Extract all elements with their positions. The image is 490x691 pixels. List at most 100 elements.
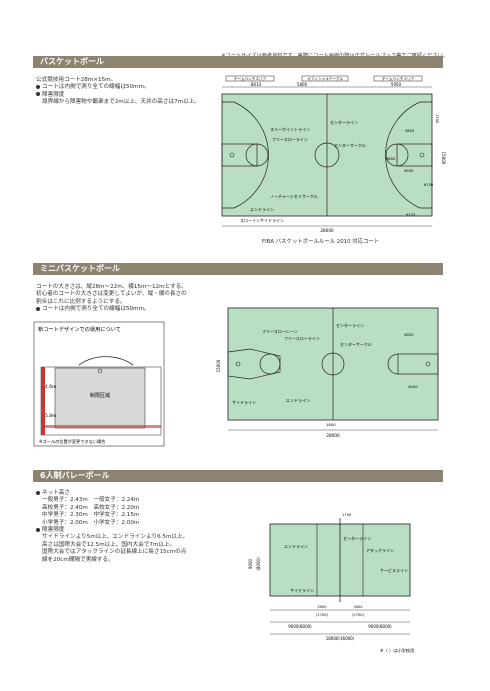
dim-3600: 3600: [386, 157, 396, 161]
limit-line-3: 国際大会ではアタックラインの延長線上に長さ15cmの点: [42, 549, 187, 556]
inset-title: 新コートデザインでの運用について: [38, 325, 121, 333]
basketball-line-4: 境界線から障害物や観衆まで2m以上、天井の高さは7m以上。: [42, 99, 200, 106]
mini-free-throw-lane-label: フリースローレーン: [262, 329, 298, 334]
mini-line-2: 初心者のコートの大きさは変更してよいが、縦・横の長さの: [36, 291, 187, 298]
vb-side-line-label: サイドライン: [290, 587, 314, 593]
bench-left-label: チームベンチエリア: [234, 76, 267, 81]
mini-side-line-label: サイドライン: [232, 399, 256, 405]
section-header-basketball: バスケットボール: [33, 56, 443, 68]
dim-8000-v: (8000): [256, 557, 261, 571]
dim-5800b: 5800: [405, 129, 415, 133]
basketball-court-diagram: チームベンチエリア オフィシャルテーブル チームベンチエリア 8610 5800…: [221, 75, 446, 233]
inset-note: ※ゴールの位置が変更できない場合: [39, 438, 106, 445]
limit-title-text: 障害限度: [42, 527, 65, 534]
mini-line-4-text: コートは内側で測り全ての線幅は50mm。: [42, 306, 150, 313]
basketball-line-3-text: 障害限度: [42, 91, 65, 98]
dim-1750: 1750: [342, 513, 352, 517]
bb-throw-in-label: スローインサイドライン: [240, 217, 284, 223]
table-label: オフィシャルテーブル: [307, 76, 343, 81]
dim-18000: 18000(16000): [326, 636, 355, 641]
net-title: ネット高さ: [36, 490, 188, 497]
limit-line-1: サイドラインより5m以上、エンドラインより6.5m以上。: [42, 534, 189, 541]
volleyball-court-diagram: 1750 エンドライン センターライン アタックライン サイドライン サービスラ…: [248, 513, 414, 654]
dim-9000-a: 9000(8000): [288, 624, 312, 629]
bb-center-circle-label: センターサークル: [334, 142, 366, 148]
dim-5800: 5800: [297, 82, 308, 87]
dim-1800: 1800: [326, 422, 336, 427]
bb-center-line-label: センターライン: [330, 119, 358, 125]
dim-4900: 4900: [404, 169, 414, 173]
limit-line-4: 線を20cm間隔で実線する。: [42, 556, 114, 563]
dim-3000-b: 3000: [353, 605, 363, 609]
mini-free-throw-line-label: フリースローライン: [284, 335, 320, 341]
section-header-mini-basketball: ミニバスケットボール: [33, 263, 443, 275]
dim-8610: 8610: [251, 82, 262, 87]
dim-3000-a: 3000: [317, 605, 327, 609]
vb-attack-line-label: アタックライン: [366, 547, 394, 553]
mini-dim-28000: 28000: [326, 433, 340, 438]
limit-line-2: 高さは国際大会で12.5m以上、国内大会で7m以上。: [42, 541, 176, 548]
dim-4850: 4850: [404, 332, 414, 337]
limit-title: 障害限度: [36, 527, 188, 534]
net-row-2: 高校男子：2.40m 高校女子：2.20m: [36, 505, 188, 512]
net-cell: 一般男子：2.43m: [42, 497, 88, 504]
bullet-icon: [36, 84, 40, 89]
mini-line-1: コートの大きさは、縦28m～22m、横15m～12mとする。: [36, 284, 187, 290]
inset-area-label: 制限区域: [90, 392, 110, 399]
dim-28000: 28000: [320, 228, 334, 233]
mini-line-4: コートは内側で測り全ての線幅は50mm。: [36, 306, 187, 313]
vb-end-line-label: エンドライン: [284, 543, 308, 549]
net-cell: 中学女子：2.15m: [93, 512, 140, 519]
net-row-3: 中学男子：2.30m 中学女子：2.15m: [36, 512, 188, 519]
basketball-line-2-text: コートは内側で測り全ての線幅は50mm。: [42, 84, 150, 91]
section-header-volleyball: 6人制バレーボール: [33, 470, 443, 482]
dim-4000: 4000: [408, 384, 418, 389]
mini-line-3: 割合はこれに比例するようにする。: [36, 298, 126, 305]
net-cell: 小学男子：2.00m: [42, 519, 88, 526]
bullet-icon: [36, 306, 40, 311]
dim-6750: 6750: [424, 183, 434, 187]
dim-9000-b: 9000(8000): [368, 624, 392, 629]
mini-center-circle-label: センターサークル: [340, 341, 372, 347]
basketball-caption: FIBA バスケットボールルール 2010 対応コート: [262, 239, 380, 245]
bullet-icon: [36, 490, 40, 495]
dim-15000: 15000: [441, 152, 446, 165]
basketball-line-3: 障害限度: [36, 92, 200, 99]
bench-right-label: チームベンチエリア: [382, 76, 415, 81]
dim-9225: 9225: [406, 213, 415, 217]
basketball-text: 公式競技用コート28m×15m。 コートは内側で測り全ての線幅は50mm。 障害…: [36, 77, 200, 107]
bullet-icon: [36, 92, 40, 97]
bb-end-line-label: エンドライン: [250, 206, 274, 212]
mini-text: コートの大きさは、縦28m～22m、横15m～12mとする。 初心者のコートの大…: [36, 284, 187, 314]
net-cell: 小学女子：2.00m: [93, 519, 140, 526]
inset-4-6m: 4.6m: [45, 384, 56, 390]
net-row-1: 一般男子：2.43m 一般女子：2.24m: [36, 497, 188, 504]
bullet-icon: [36, 527, 40, 532]
net-cell: 中学男子：2.30m: [42, 512, 88, 519]
mini-court-diagram: フリースローレーン フリースローライン センターライン センターサークル サイド…: [216, 307, 439, 438]
net-cell: 高校女子：2.20m: [93, 504, 140, 511]
vb-center-line-label: センターライン: [343, 535, 371, 541]
dim-1700: 1700: [435, 114, 439, 124]
volley-text: ネット高さ 一般男子：2.43m 一般女子：2.24m 高校男子：2.40m 高…: [36, 490, 188, 564]
bb-free-throw-label: フリースローライン: [272, 136, 308, 142]
dim-5950: 5950: [391, 82, 402, 87]
dim-9000-v: 9000: [248, 558, 253, 569]
inset-5-8m: 5.8m: [45, 413, 56, 419]
vb-service-line-label: サービスライン: [380, 567, 408, 573]
mini-center-line-label: センターライン: [336, 322, 364, 328]
mini-inset-diagram: 新コートデザインでの運用について 制限区域 4.6m 5.8m ※ゴールの位置が…: [33, 321, 165, 447]
bb-no-charge-label: ノーチャージセミサークル: [270, 193, 318, 199]
mini-dim-15000: 15000: [216, 359, 221, 372]
volley-footnote: ※（ ）は小学校用: [380, 647, 414, 654]
dim-2700-b: (2700): [352, 613, 365, 617]
net-cell: 一般女子：2.24m: [93, 497, 140, 504]
bb-three-point-label: スリーポイントライン: [270, 126, 310, 132]
dim-2700-a: (2700): [316, 613, 329, 617]
net-title-text: ネット高さ: [42, 490, 70, 496]
mini-end-line-label: エンドライン: [286, 397, 310, 403]
net-cell: 高校男子：2.40m: [42, 504, 88, 511]
net-row-4: 小学男子：2.00m 小学女子：2.00m: [36, 520, 188, 527]
basketball-line-2: コートは内側で測り全ての線幅は50mm。: [36, 84, 200, 91]
basketball-line-1: 公式競技用コート28m×15m。: [36, 77, 117, 83]
